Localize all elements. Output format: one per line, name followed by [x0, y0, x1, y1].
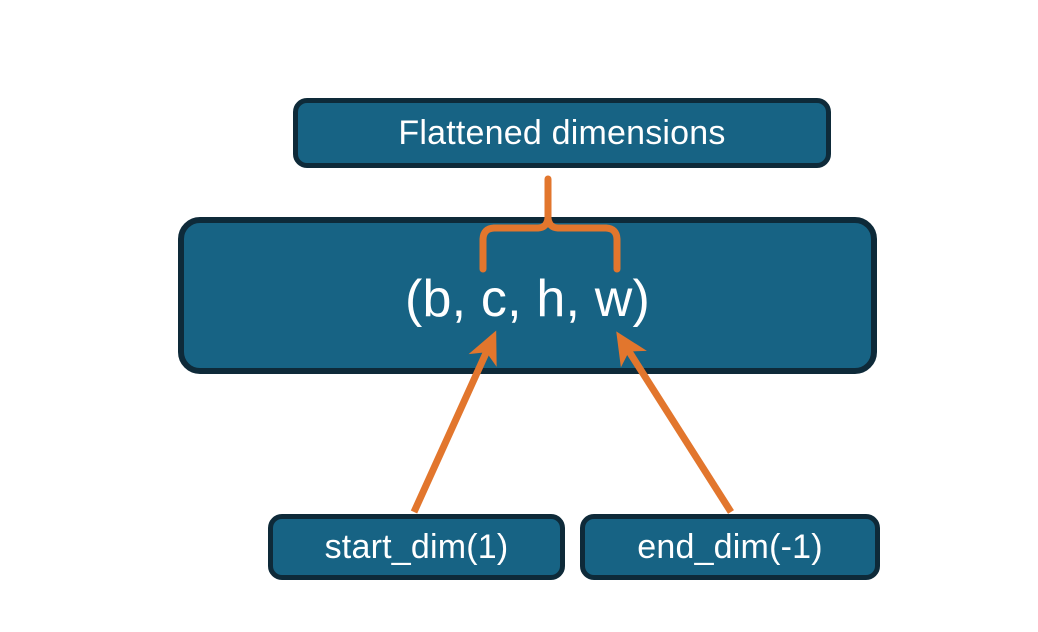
tensor-shape-box[interactable]: (b, c, h, w)	[178, 217, 877, 374]
start-dim-label: start_dim(1)	[324, 527, 509, 566]
flattened-dimensions-label: Flattened dimensions	[398, 113, 726, 152]
tensor-shape-label: (b, c, h, w)	[404, 269, 651, 328]
end-dim-label: end_dim(-1)	[637, 527, 823, 566]
start-dim-box[interactable]: start_dim(1)	[268, 514, 565, 580]
flattened-dimensions-box[interactable]: Flattened dimensions	[293, 98, 831, 168]
end-dim-box[interactable]: end_dim(-1)	[580, 514, 880, 580]
